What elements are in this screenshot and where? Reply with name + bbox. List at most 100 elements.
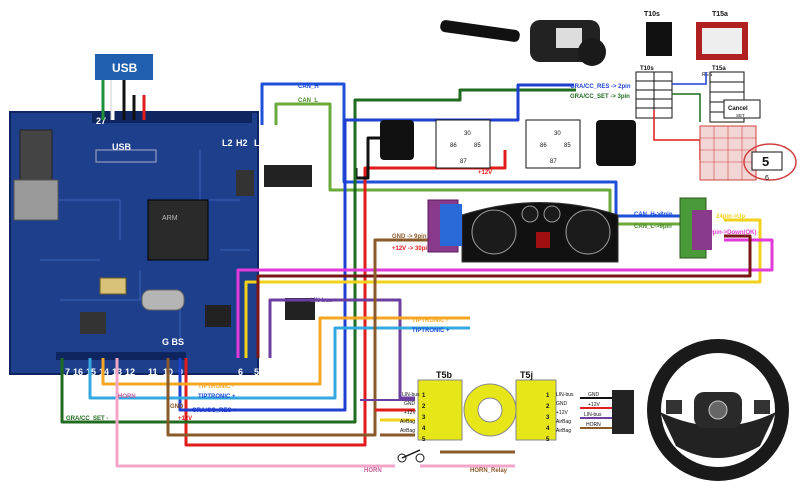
- usb-badge: [95, 54, 153, 80]
- steering-wheel: [647, 339, 789, 481]
- instrument-cluster: [461, 202, 619, 263]
- fuse-box: 5 6: [699, 125, 797, 182]
- pin-label-h1: H1: [266, 138, 278, 148]
- v12-30pin-label: +12V -> 30pin: [392, 246, 431, 252]
- t5b-airbag1-label: AirBag: [400, 419, 415, 425]
- top-header: 27 L2 H2 L1 H1 18: [92, 113, 292, 148]
- svg-text:5: 5: [422, 437, 426, 443]
- cancel-label: Cancel: [728, 106, 748, 112]
- gra-set-minus-label: GRA/CC_SET -: [66, 416, 108, 422]
- wheel-12v-label: +12V: [588, 402, 600, 408]
- svg-text:85: 85: [564, 143, 571, 149]
- pin-12: 12: [125, 367, 135, 377]
- v12-vertical-label: +12V: [178, 416, 192, 422]
- yellow-wire: [244, 218, 762, 358]
- g-bs-label: G BS: [162, 337, 184, 347]
- svg-text:2: 2: [422, 404, 426, 410]
- tiptronic-minus-wire: [101, 316, 470, 386]
- svg-text:87: 87: [550, 159, 557, 165]
- t5j-gnd-label: GND: [556, 401, 568, 407]
- cruise-stalk: [440, 20, 606, 66]
- svg-text:87: 87: [460, 159, 467, 165]
- svg-text:4: 4: [422, 426, 426, 432]
- svg-text:3: 3: [546, 415, 550, 421]
- pin-4: 4: [266, 367, 271, 377]
- pin-label-27: 27: [96, 116, 106, 126]
- tiptronic-plus-wire: [88, 326, 470, 400]
- svg-text:5: 5: [546, 437, 550, 443]
- t10s-photo-label: T10s: [644, 11, 660, 18]
- relay-12v-label: +12V: [478, 170, 492, 176]
- svg-text:86: 86: [450, 143, 457, 149]
- svg-text:3: 3: [422, 415, 426, 421]
- svg-text:85: 85: [474, 143, 481, 149]
- svg-text:1: 1: [546, 393, 550, 399]
- arm-chip: [147, 199, 209, 261]
- svg-text:4: 4: [546, 426, 550, 432]
- lin-bus-wire: [268, 298, 415, 400]
- wheel-gnd-label: GND: [588, 392, 600, 398]
- horn-vertical-label: HORN: [118, 394, 136, 400]
- t5j-airbag2-label: AirBag: [556, 428, 571, 434]
- down-19pin-label: 19pin->Down(OK): [706, 230, 757, 236]
- gra-res-2pin-label: GRA/CC_RES -> 2pin: [570, 84, 631, 90]
- voltage-regulator: [19, 129, 53, 181]
- horn-relay-label: HORN_Relay: [470, 468, 508, 474]
- t5j-airbag1-label: AirBag: [556, 419, 571, 425]
- t5b-label: T5b: [436, 370, 453, 380]
- pin-label-l1: L1: [254, 138, 265, 148]
- wheel-lin-label: LIN-bus: [584, 412, 602, 418]
- bottom-wire-labels: TIPTRONIC - TIPTRONIC + GRA/CC_RES + GRA…: [66, 84, 757, 474]
- horn-switch: [397, 449, 425, 463]
- wheel-horn-label: HORN: [586, 422, 601, 428]
- t5b-gnd-label: GND: [404, 401, 416, 407]
- pin-6: 6: [238, 367, 243, 377]
- can-l-9pin-label: CAN_L->9pin: [634, 224, 672, 230]
- t15a-photo-label: T15a: [712, 11, 728, 18]
- gra-res-plus-label: GRA/CC_RES +: [192, 408, 237, 414]
- gnd-9pin-label: GND -> 9pin: [392, 234, 427, 240]
- res-label: RES: [702, 72, 713, 78]
- usb-label: USB: [112, 61, 138, 75]
- t15a-pinout-label: T15a: [712, 66, 726, 72]
- pin-label-h2: H2: [236, 138, 248, 148]
- relay-right-schematic: 30 86 85 87: [525, 119, 581, 169]
- svg-text:1: 1: [422, 393, 426, 399]
- boxed-pin-5: 5: [762, 154, 769, 169]
- horn-wire: [115, 358, 395, 468]
- pin-11: 11: [148, 367, 158, 377]
- t5b-lin-label: LIN-bus: [402, 392, 420, 398]
- wheel-connector: GND +12V LIN-bus HORN: [584, 390, 634, 434]
- svg-text:2: 2: [546, 404, 550, 410]
- can-h-8pin-label: CAN_H->8pin: [634, 212, 673, 218]
- relay-left-schematic: 30 86 85 87: [435, 119, 491, 169]
- usb-pad-label: USB: [112, 142, 132, 152]
- gra-set-wire: [60, 88, 576, 424]
- svg-text:30: 30: [554, 131, 561, 137]
- relay-photo-right: [596, 120, 636, 166]
- can-h-label: CAN_H: [298, 84, 319, 90]
- tiptronic-minus-right-label: TIPTRONIC -: [412, 318, 448, 324]
- boxed-pin-6: 6: [765, 175, 769, 182]
- relay-photo-left: [380, 120, 414, 160]
- pin-label-18: 18: [282, 122, 292, 132]
- t10s-pinout-label: T10s: [640, 66, 654, 72]
- pin-16: 16: [73, 367, 83, 377]
- t5j-lin-label: LIN-bus: [556, 392, 574, 398]
- gra-res-wire: [178, 83, 574, 412]
- darkred-wire: [256, 234, 752, 358]
- t15a-connector-photo: T15a: [696, 11, 748, 60]
- brown-wire: [166, 238, 430, 437]
- magenta-wire: [236, 238, 774, 358]
- t10s-pinout: T10s: [635, 66, 673, 119]
- pin-17: 17: [60, 367, 70, 377]
- chip-label: ARM: [162, 215, 178, 222]
- t5b-12v-label: +12V: [404, 410, 416, 416]
- pin-label-l2: L2: [222, 138, 233, 148]
- gra-set-3pin-label: GRA/CC_SET -> 3pin: [570, 94, 630, 100]
- tiptronic-plus-label: TIPTRONIC +: [198, 394, 236, 400]
- t5j-label: T5j: [520, 370, 533, 380]
- clock-spring: T5b T5j 1 2 3 4 5 1 2 3 4 5 LIN-bus GND +12V Air…: [400, 370, 574, 443]
- plus12v-wire: [184, 150, 507, 447]
